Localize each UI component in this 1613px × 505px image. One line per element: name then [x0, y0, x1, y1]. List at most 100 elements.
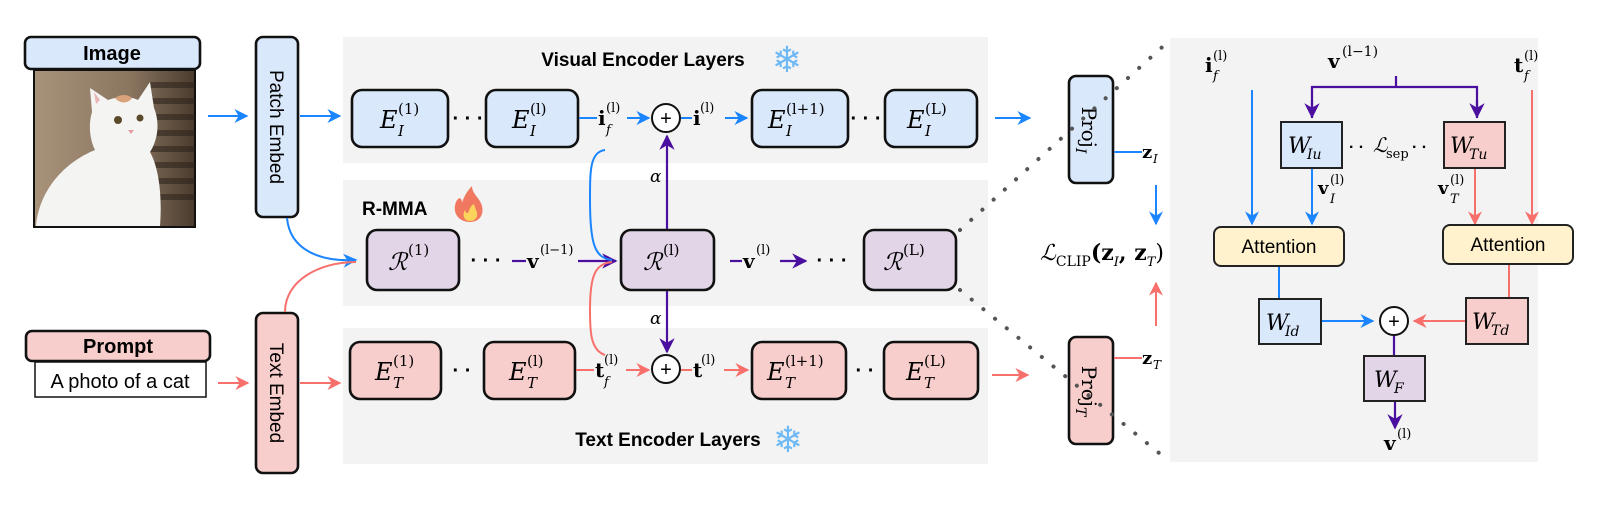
rmma-ellipsis-1: · · · [470, 250, 501, 272]
svg-text:I: I [1329, 192, 1336, 207]
fire-icon [454, 186, 483, 222]
z-image-label: z I [1142, 142, 1158, 166]
patch-embed-block: Patch Embed [254, 35, 300, 219]
svg-text:i: i [1205, 53, 1213, 77]
detail-i-f-label: i (l) f [1205, 49, 1227, 84]
z-text-label: z T [1142, 348, 1162, 372]
svg-text:(1): (1) [393, 352, 414, 370]
text-layer-1: E (1) T [348, 340, 443, 401]
clip-loss: ℒCLIP(zI, zT) [1040, 240, 1164, 270]
svg-text:(l+1): (l+1) [786, 100, 825, 118]
rmma-title: R-MMA [362, 199, 428, 220]
text-feature-to-rl-curve [588, 261, 613, 356]
prompt-text-box[interactable] [34, 361, 207, 398]
svg-text:t: t [595, 358, 605, 382]
svg-text:(1): (1) [408, 241, 429, 259]
image-label: Image [83, 43, 141, 65]
svg-text:I: I [785, 122, 793, 140]
svg-text:E: E [379, 106, 398, 134]
w-td-block: W Td [1465, 297, 1529, 345]
svg-text:ℒCLIP(zI, zT): ℒCLIP(zI, zT) [1040, 240, 1164, 270]
svg-text:Attention: Attention [1242, 237, 1317, 258]
svg-text:(L): (L) [924, 352, 946, 370]
svg-text:E: E [766, 358, 785, 386]
l-sep-label: ℒ sep [1373, 133, 1409, 162]
svg-text:W: W [1266, 311, 1291, 336]
detail-v-in-label: v (l−1) [1327, 44, 1378, 73]
svg-text:(l): (l) [606, 101, 620, 116]
attention-block-text: Attention [1442, 224, 1574, 265]
visual-encoder-title: Visual Encoder Layers [541, 50, 744, 71]
attention-block-image: Attention [1213, 226, 1345, 267]
svg-text:W: W [1374, 368, 1399, 393]
alpha-text-label: α [650, 309, 662, 329]
text-embed-block: Text Embed [254, 311, 300, 475]
visual-layer-L: E (L) I [883, 88, 979, 149]
prompt-text: A photo of a cat [51, 371, 190, 393]
svg-text:E: E [508, 358, 527, 386]
svg-text:W: W [1472, 310, 1497, 335]
svg-text:(l): (l) [700, 101, 714, 116]
text-embed-label: Text Embed [265, 343, 286, 443]
v-i-label: v (l) I [1317, 173, 1344, 207]
svg-text:z: z [1142, 348, 1152, 369]
svg-text:ℒ: ℒ [1373, 133, 1388, 157]
svg-text:W: W [1450, 134, 1475, 159]
svg-text:(l−1): (l−1) [1342, 44, 1378, 60]
patch-to-r1-curve [286, 217, 358, 268]
text-layer-L: E (L) T [882, 340, 980, 401]
textembed-to-r1-curve [284, 261, 357, 313]
svg-text:I: I [529, 122, 537, 140]
alpha-visual-label: α [650, 167, 662, 187]
svg-text:T: T [393, 374, 404, 392]
svg-text:ℛ: ℛ [883, 248, 904, 276]
rmma-block-l: ℛ (l) [619, 228, 716, 292]
svg-text:(l+1): (l+1) [785, 352, 824, 370]
svg-text:(l): (l) [1330, 173, 1344, 188]
rmma-block-1: ℛ (1) [365, 228, 461, 292]
svg-text:ProjI: ProjI [1072, 107, 1101, 154]
proj-image-block: ProjI [1067, 74, 1115, 185]
svg-text:T: T [924, 374, 935, 392]
proj-text-block: ProjT [1067, 335, 1115, 446]
sep-dots-left: · · [1349, 139, 1364, 156]
text-ellipsis-2: · · [856, 360, 875, 382]
svg-text:ℛ: ℛ [643, 248, 664, 276]
svg-text:(l): (l) [756, 243, 770, 258]
visual-ellipsis-2: · · · [850, 108, 881, 130]
svg-text:Iu: Iu [1306, 147, 1322, 163]
svg-text:i: i [598, 106, 606, 130]
w-f-block: W F [1363, 355, 1426, 402]
svg-text:Tu: Tu [1469, 147, 1487, 163]
svg-text:(L): (L) [925, 100, 947, 118]
svg-text:F: F [1393, 381, 1405, 397]
visual-layer-l-plus-1: E (l+1) I [750, 88, 850, 149]
visual-feature-label: i (l) f [598, 101, 620, 138]
zoom-guide-bottom [958, 288, 1172, 464]
svg-text:(l): (l) [1397, 427, 1411, 442]
svg-text:T: T [1450, 192, 1460, 207]
svg-text:(l−1): (l−1) [540, 243, 573, 258]
svg-text:f: f [1523, 69, 1531, 84]
text-ellipsis-1: · · [453, 360, 472, 382]
sep-dots-right: · · [1412, 139, 1427, 156]
w-id-block: W Id [1258, 298, 1322, 345]
cat-photo [33, 69, 196, 228]
svg-text:(l): (l) [1524, 49, 1538, 64]
text-layer-l-plus-1: E (l+1) T [750, 340, 848, 401]
w-tu-block: W Tu [1443, 121, 1506, 169]
svg-text:(l): (l) [604, 353, 618, 368]
svg-text:ProjT: ProjT [1072, 366, 1101, 418]
svg-text:i: i [693, 106, 701, 130]
svg-text:t: t [693, 358, 703, 382]
svg-text:v: v [526, 249, 540, 273]
svg-text:Id: Id [1284, 324, 1300, 340]
snowflake-icon: ❄ [772, 40, 802, 80]
svg-text:(1): (1) [398, 100, 419, 118]
rmma-output-label: v (l) [742, 243, 770, 273]
rmma-ellipsis-2: · · · [816, 250, 847, 272]
svg-text:+: + [660, 359, 672, 381]
svg-text:v: v [1383, 431, 1397, 455]
visual-add-node: + [651, 103, 681, 133]
